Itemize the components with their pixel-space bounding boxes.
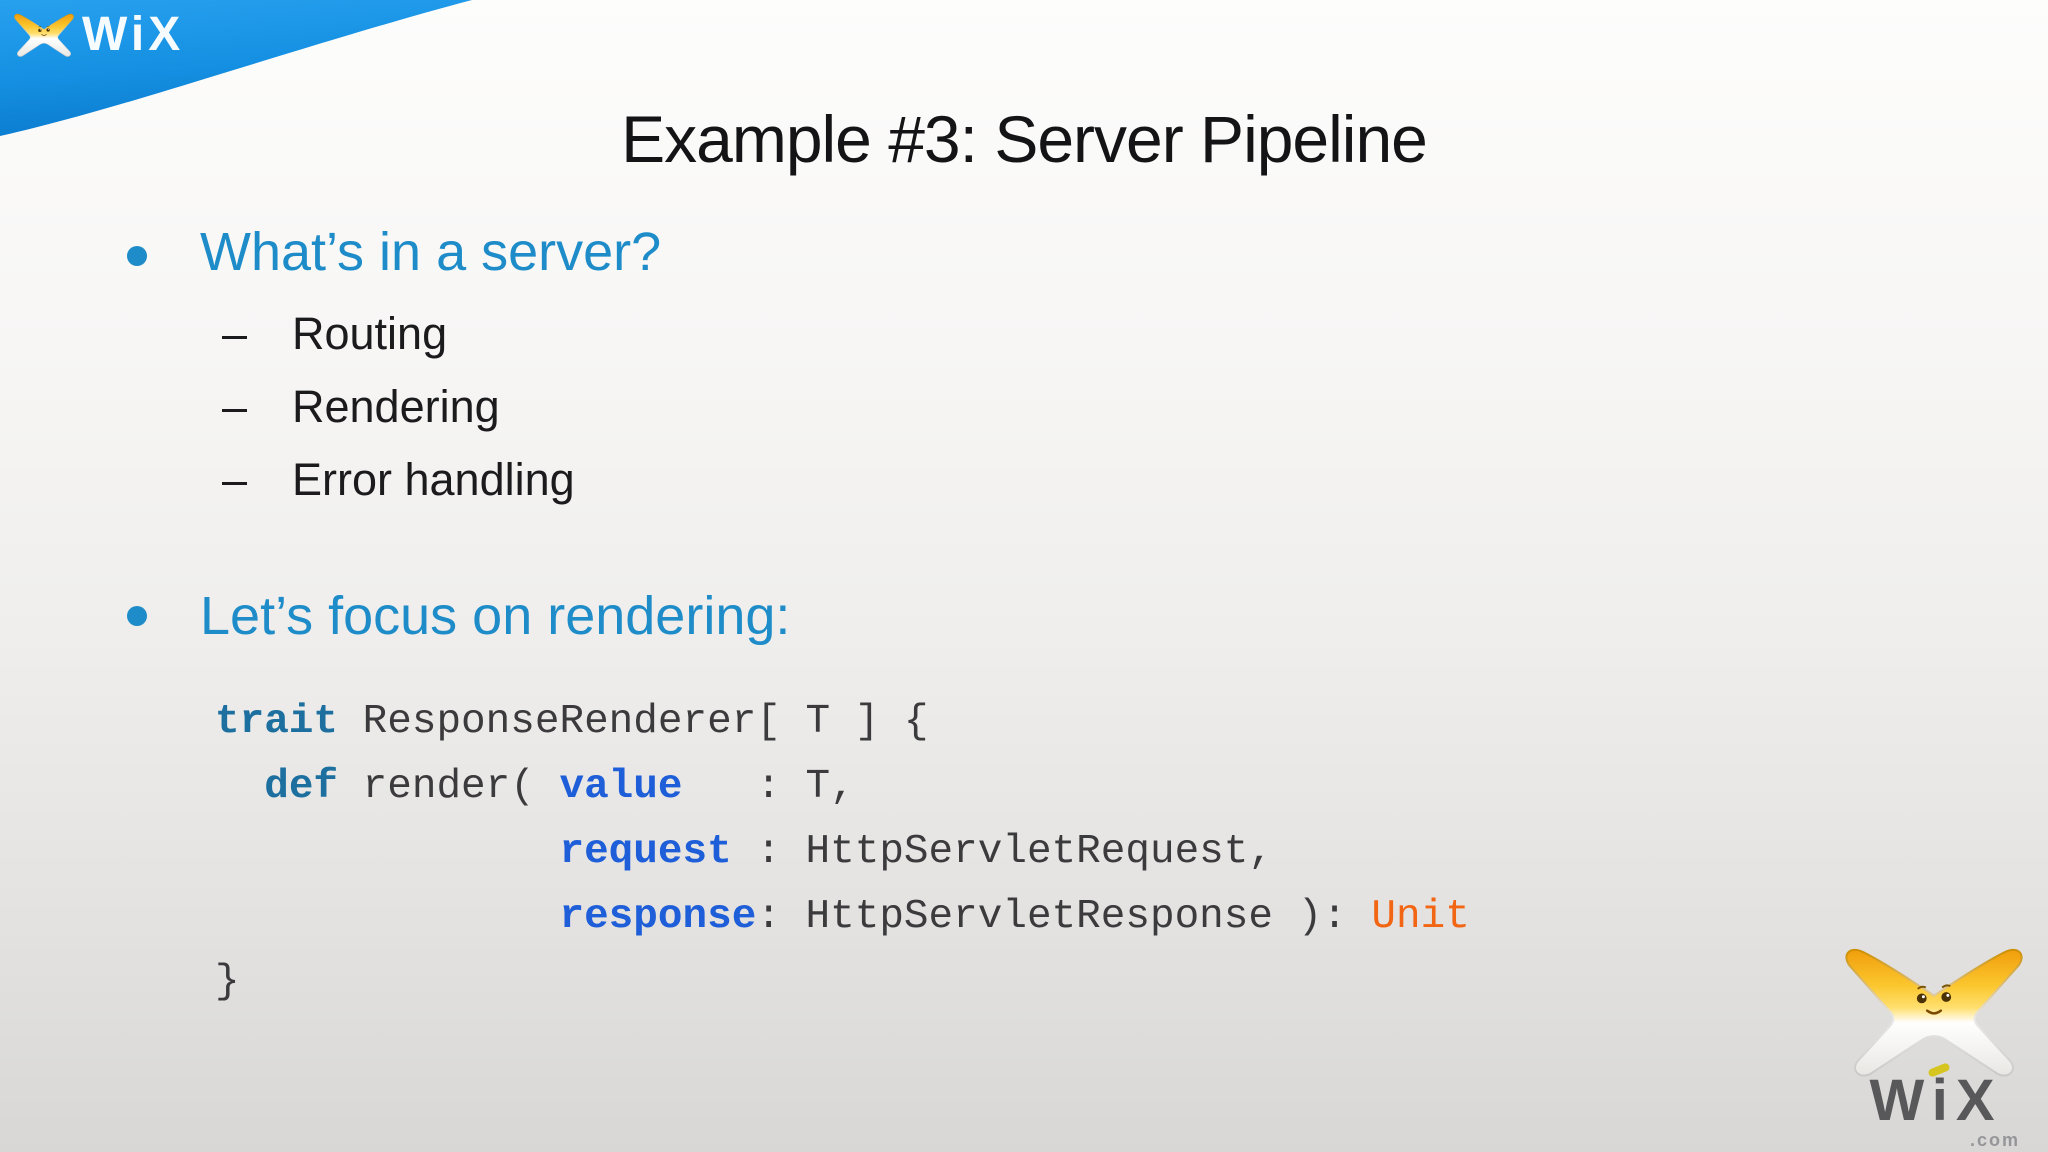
code-token: response: [559, 894, 757, 940]
slide-title: Example #3: Server Pipeline: [621, 102, 1428, 177]
sub-bullet-item: –Error handling: [222, 443, 1122, 516]
code-token: [215, 764, 264, 810]
wix-wordmark-top: WiX: [82, 8, 185, 61]
code-token: : T,: [682, 764, 855, 810]
sub-bullet-item: –Routing: [222, 297, 1122, 370]
code-token: render(: [338, 764, 560, 810]
code-token: Unit: [1371, 894, 1470, 940]
sub-bullet-list: –Routing–Rendering–Error handling: [222, 297, 1122, 516]
code-token: }: [215, 959, 240, 1005]
section-heading-server: What’s in a server?: [200, 222, 662, 282]
code-line: request : HttpServletRequest,: [215, 820, 1470, 885]
code-line: def render( value : T,: [215, 755, 1470, 820]
sub-bullet-item: –Rendering: [222, 370, 1122, 443]
code-token: [215, 894, 559, 940]
code-line: response: HttpServletResponse ): Unit: [215, 885, 1470, 950]
wix-domain-suffix: .com: [1969, 1130, 2020, 1150]
code-token: trait: [215, 699, 339, 745]
dash-marker: –: [222, 381, 248, 432]
wix-mascot-icon: [1836, 944, 2032, 1080]
code-token: value: [559, 764, 683, 810]
dash-marker: –: [222, 454, 248, 505]
sub-bullet-label: Rendering: [292, 381, 500, 432]
code-block: trait ResponseRenderer[ T ] { def render…: [215, 690, 1470, 1015]
bullet-icon: [127, 606, 147, 626]
sub-bullet-label: Routing: [292, 308, 448, 359]
code-token: : HttpServletResponse ):: [756, 894, 1372, 940]
header-ribbon: [0, 0, 472, 136]
code-token: : HttpServletRequest,: [731, 829, 1273, 875]
dash-marker: –: [222, 308, 248, 359]
code-token: ResponseRenderer[ T ] {: [338, 699, 929, 745]
bullet-icon: [127, 246, 147, 266]
wix-logo-bottom-right: WiX .com: [1836, 944, 2036, 1151]
code-line: }: [215, 950, 1470, 1015]
code-token: request: [559, 829, 732, 875]
wix-mascot-icon: [12, 4, 76, 66]
sub-bullet-label: Error handling: [292, 454, 575, 505]
wix-wordmark-bottom: WiX: [1836, 1062, 2036, 1130]
section-heading-rendering: Let’s focus on rendering:: [200, 586, 791, 646]
wix-logo-top-left: WiX: [12, 4, 184, 66]
code-token: def: [264, 764, 339, 810]
code-line: trait ResponseRenderer[ T ] {: [215, 690, 1470, 755]
code-token: [215, 829, 559, 875]
